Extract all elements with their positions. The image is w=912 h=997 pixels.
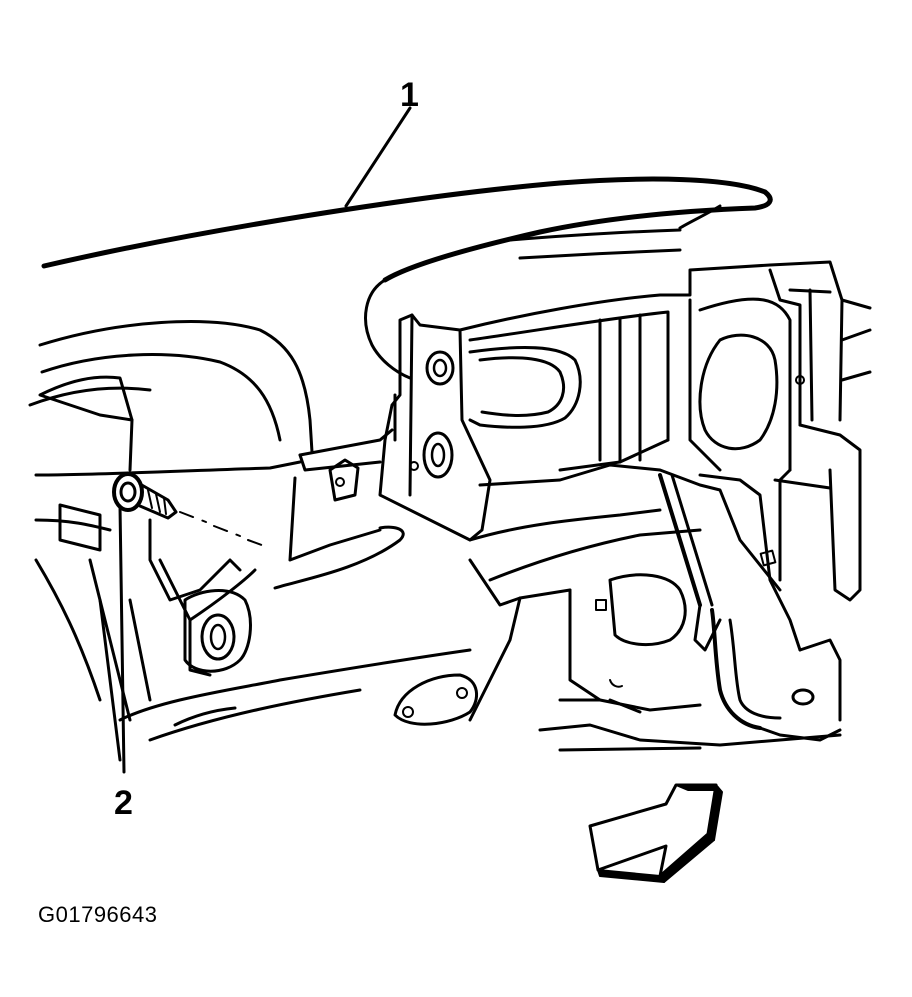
- center-mounting-bracket: [275, 315, 490, 588]
- callout-1-leader: [346, 108, 410, 206]
- steering-column-support: [660, 475, 840, 740]
- figure-id: G01796643: [38, 902, 158, 927]
- callout-2-leader: [120, 506, 124, 772]
- fastener-bolt: [114, 474, 270, 548]
- left-dash-structure: [30, 322, 470, 760]
- callout-label-1: 1: [400, 76, 419, 114]
- front-direction-arrow-icon: [590, 785, 722, 882]
- instrument-panel-cover: [44, 179, 770, 378]
- callout-label-2: 2: [114, 784, 133, 822]
- lower-tray-panel: [395, 465, 840, 750]
- right-side-frame: [460, 262, 870, 600]
